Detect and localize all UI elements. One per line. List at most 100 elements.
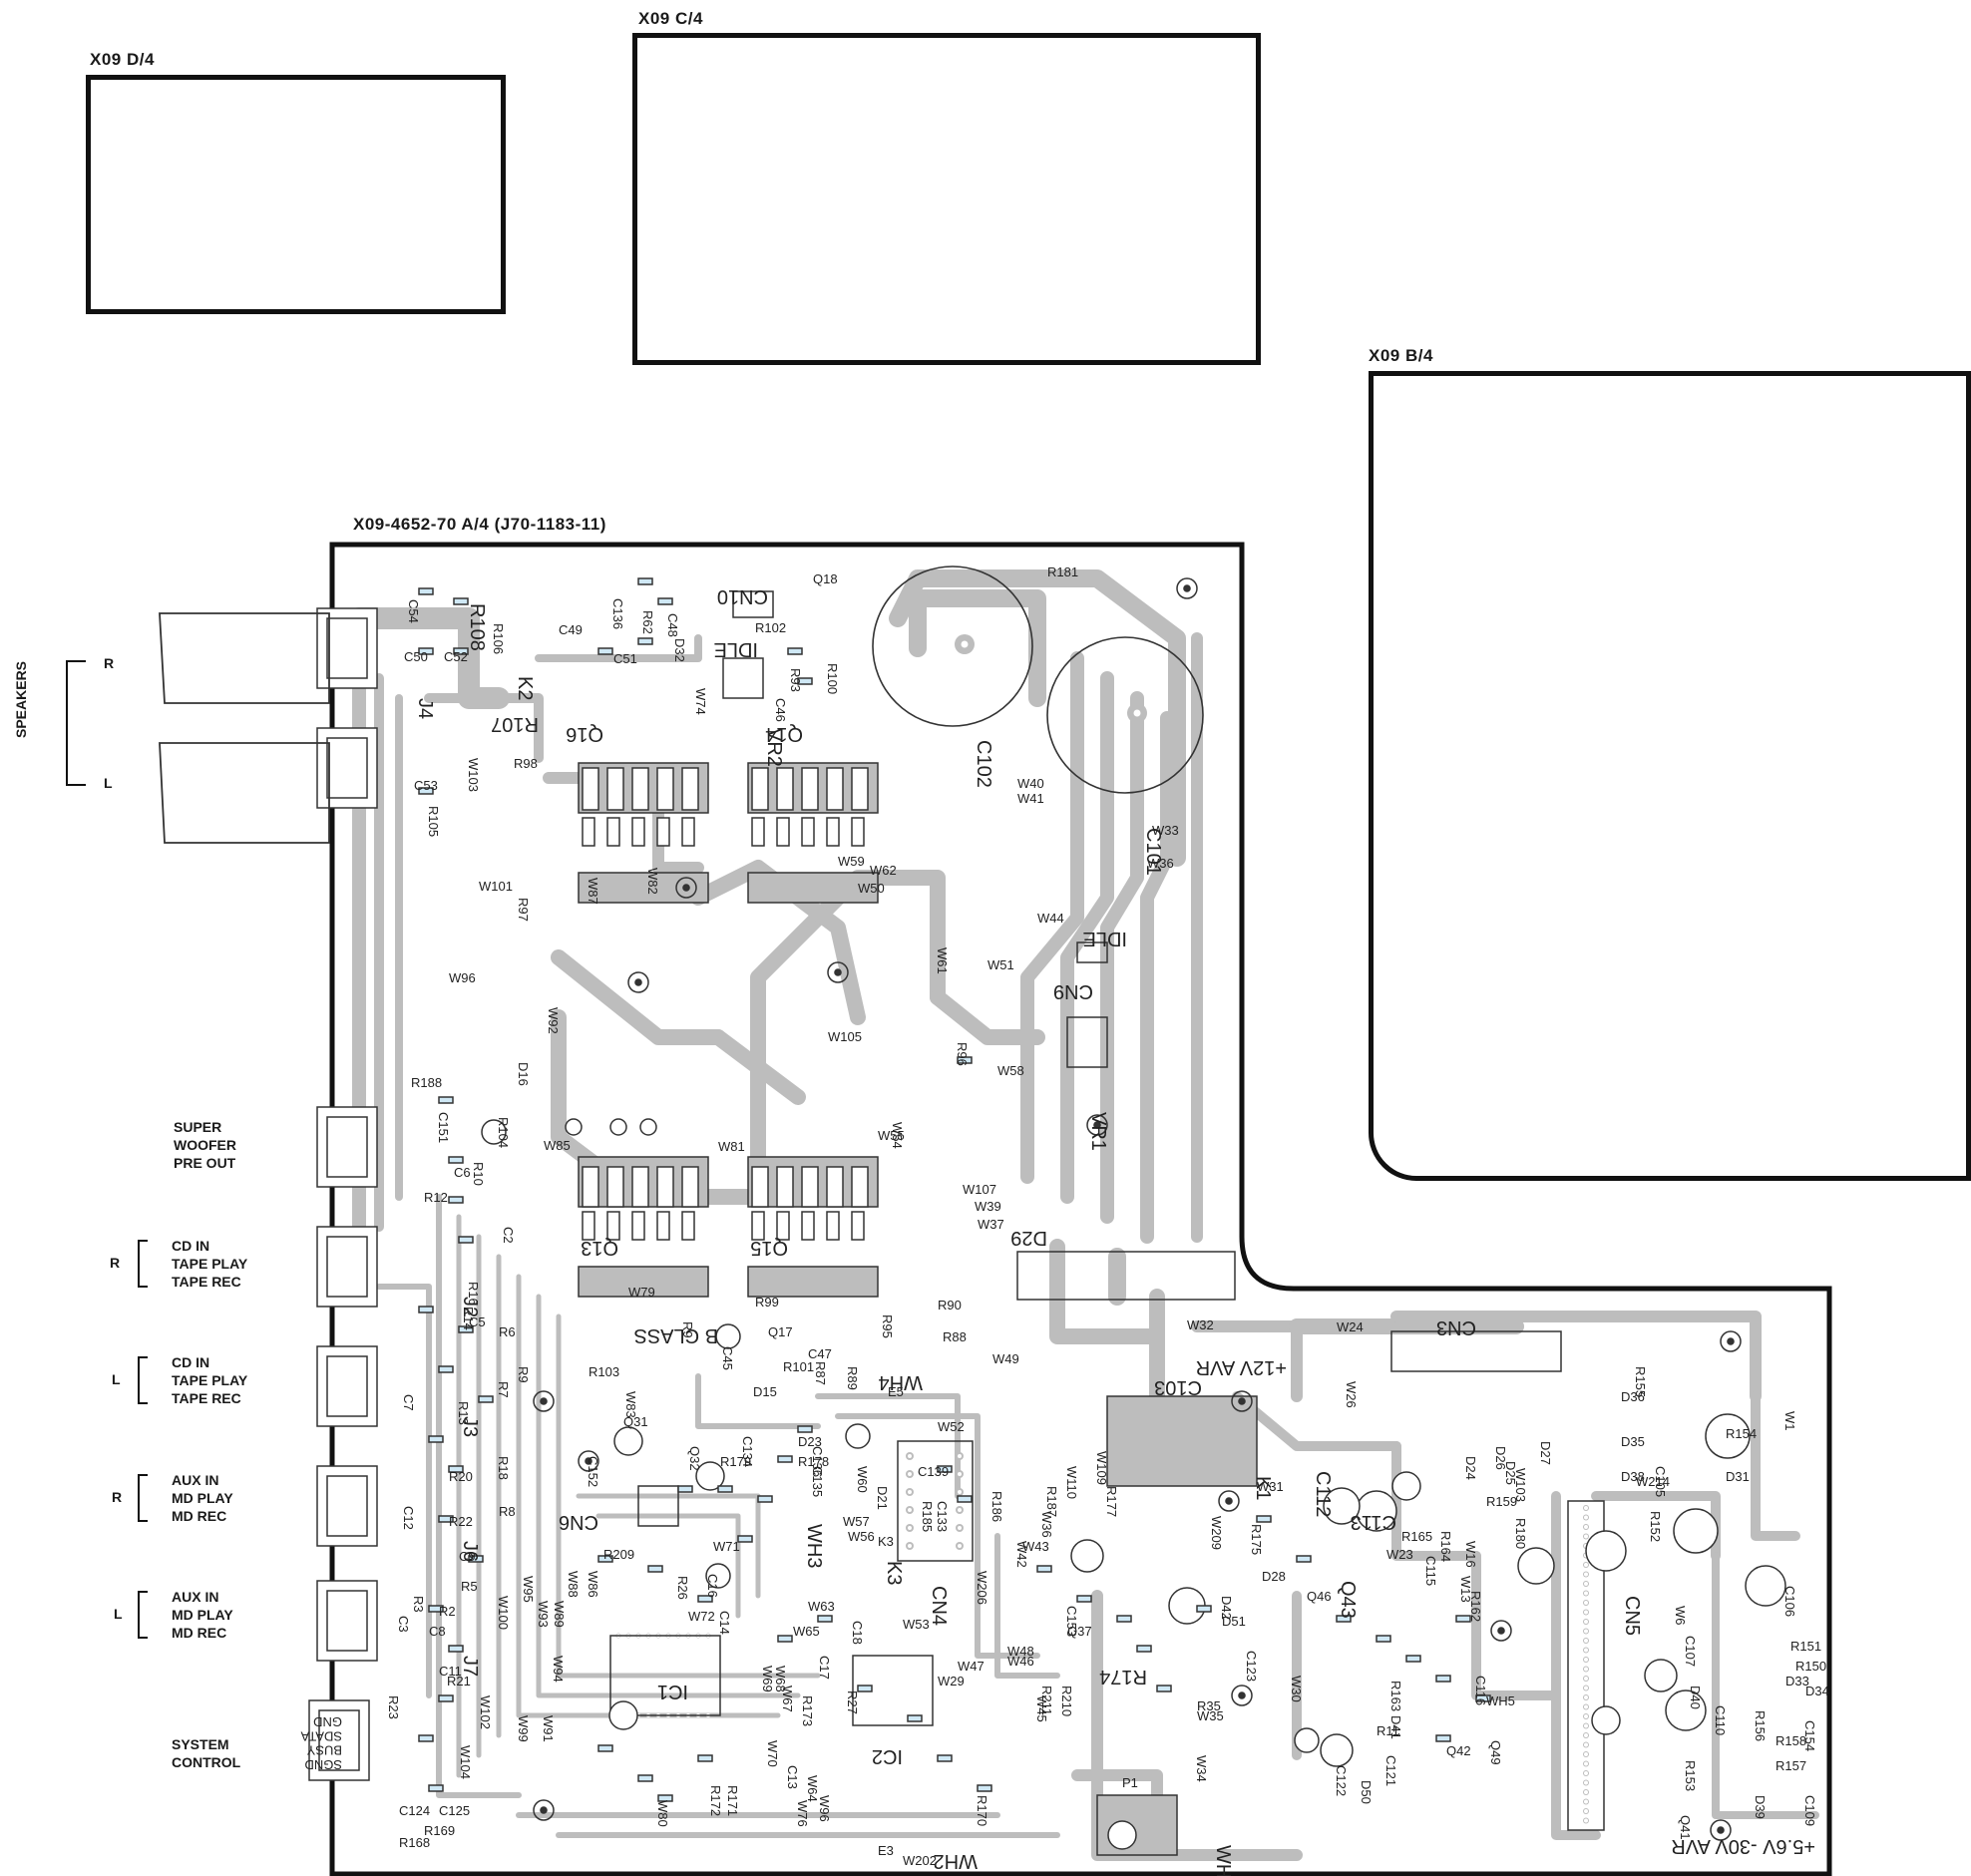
r107-label: R107 — [491, 713, 539, 735]
component-ref-w69: W69 — [760, 1666, 775, 1692]
copper-trace — [536, 1294, 801, 1698]
plus-12v-avr-label: +12V AVR — [1196, 1356, 1287, 1378]
cn10-label: CN10 — [717, 585, 768, 607]
speakers-l-label: L — [104, 775, 113, 791]
component-ref-w85: W85 — [544, 1138, 571, 1153]
q11-lead — [631, 817, 645, 847]
component-ref-c53: C53 — [414, 778, 438, 793]
component-ref-w57: W57 — [843, 1514, 870, 1529]
copper-trace — [1140, 711, 1174, 1244]
smd-resistor — [453, 597, 469, 605]
smd-resistor — [1036, 1565, 1052, 1573]
component-ref-r187: R187 — [1044, 1486, 1059, 1517]
smd-resistor — [438, 1694, 454, 1702]
drill-hole — [1584, 1629, 1588, 1634]
ic1-outline — [609, 1635, 721, 1716]
jack-inner — [326, 1590, 368, 1652]
component-ref-w96: W96 — [817, 1795, 832, 1822]
component-ref-w72: W72 — [688, 1609, 715, 1624]
wh4-label: WH4 — [879, 1371, 923, 1393]
capacitor-outline — [705, 1563, 731, 1589]
board-d-frame — [86, 75, 506, 314]
jack-outline — [316, 1465, 378, 1547]
smd-resistor — [937, 1465, 953, 1473]
component-ref-r168: R168 — [399, 1835, 430, 1850]
smd-resistor — [857, 1685, 873, 1692]
component-ref-d40: D40 — [1688, 1686, 1703, 1709]
smd-resistor — [777, 1635, 793, 1643]
component-ref-r90: R90 — [938, 1298, 962, 1313]
component-ref-w105: W105 — [828, 1029, 862, 1044]
smd-resistor — [428, 1784, 444, 1792]
component-ref-r7: R7 — [496, 1381, 511, 1398]
component-ref-d42: D42 — [1219, 1596, 1234, 1620]
smd-resistor — [797, 677, 813, 685]
smd-resistor — [797, 1425, 813, 1433]
q11-pin — [681, 767, 699, 811]
component-ref-c51: C51 — [613, 651, 637, 666]
component-ref-w47: W47 — [958, 1659, 985, 1674]
smd-resistor — [458, 1325, 474, 1333]
capacitor-outline — [1665, 1689, 1707, 1731]
component-ref-r171: R171 — [725, 1785, 740, 1816]
smd-resistor — [418, 1734, 434, 1742]
component-ref-c14: C14 — [717, 1611, 732, 1635]
q12-pin — [826, 767, 844, 811]
component-ref-w67: W67 — [780, 1686, 795, 1712]
component-ref-w55: W55 — [878, 1128, 905, 1143]
drill-hole — [958, 1454, 962, 1458]
component-ref-c12: C12 — [401, 1506, 416, 1530]
vr1-label: VR1 — [1087, 1112, 1109, 1151]
component-ref-c122: C122 — [1334, 1765, 1349, 1796]
capacitor-outline — [1644, 1659, 1678, 1692]
smd-resistor — [428, 1435, 444, 1443]
component-ref-r27: R27 — [845, 1690, 860, 1714]
board-a-title: X09-4652-70 A/4 (J70-1183-11) — [353, 515, 606, 534]
component-ref-c52: C52 — [444, 649, 468, 664]
cd-l-label: CD IN TAPE PLAY TAPE REC — [172, 1354, 248, 1406]
q11-lead — [606, 817, 620, 847]
capacitor-outline — [1745, 1565, 1786, 1607]
component-ref-r153: R153 — [1683, 1760, 1698, 1791]
component-ref-d35: D35 — [1621, 1434, 1645, 1449]
component-ref-r158: R158 — [1775, 1733, 1806, 1748]
component-ref-c48: C48 — [665, 613, 680, 637]
capacitor-outline — [1673, 1508, 1719, 1554]
smd-resistor — [1116, 1615, 1132, 1623]
drill-hole — [1584, 1601, 1588, 1605]
copper-trace — [376, 1284, 432, 1698]
component-ref-r175: R175 — [1249, 1524, 1264, 1555]
cn9-outline — [1076, 941, 1108, 963]
component-ref-e3: E3 — [878, 1843, 894, 1858]
vr1-outline — [1066, 1016, 1108, 1068]
component-ref-r18: R18 — [496, 1456, 511, 1480]
smd-resistor — [697, 1595, 713, 1603]
capacitor-outline — [695, 1461, 725, 1491]
smd-resistor — [1136, 1645, 1152, 1653]
component-ref-w35: W35 — [1197, 1708, 1224, 1723]
component-ref-w76: W76 — [795, 1800, 810, 1827]
cn5-header — [1567, 1500, 1605, 1831]
component-ref-c116: C116 — [1473, 1676, 1488, 1705]
component-ref-w46: W46 — [1007, 1654, 1034, 1669]
component-ref-d21: D21 — [875, 1486, 890, 1510]
component-ref-r16: R16 — [466, 1282, 481, 1306]
j6-label: J6 — [459, 1541, 481, 1562]
q13-tab — [578, 1266, 709, 1298]
component-ref-w6: W6 — [1673, 1606, 1688, 1626]
drill-hole — [1584, 1723, 1588, 1728]
component-ref-r97: R97 — [516, 898, 531, 922]
jack-inner — [326, 737, 368, 799]
component-ref-r14: R14 — [461, 1307, 476, 1330]
component-ref-r172: R172 — [708, 1785, 723, 1816]
mounting-hole — [1231, 1685, 1253, 1706]
component-ref-r185: R185 — [920, 1501, 935, 1532]
component-ref-w80: W80 — [655, 1800, 670, 1827]
copper-trace — [1551, 1491, 1601, 1840]
copper-trace — [994, 1533, 1060, 1679]
capacitor-outline — [565, 1118, 583, 1136]
component-ref-w89: W89 — [552, 1601, 567, 1628]
drill-hole — [1584, 1610, 1588, 1615]
component-ref-w58: W58 — [997, 1063, 1024, 1078]
